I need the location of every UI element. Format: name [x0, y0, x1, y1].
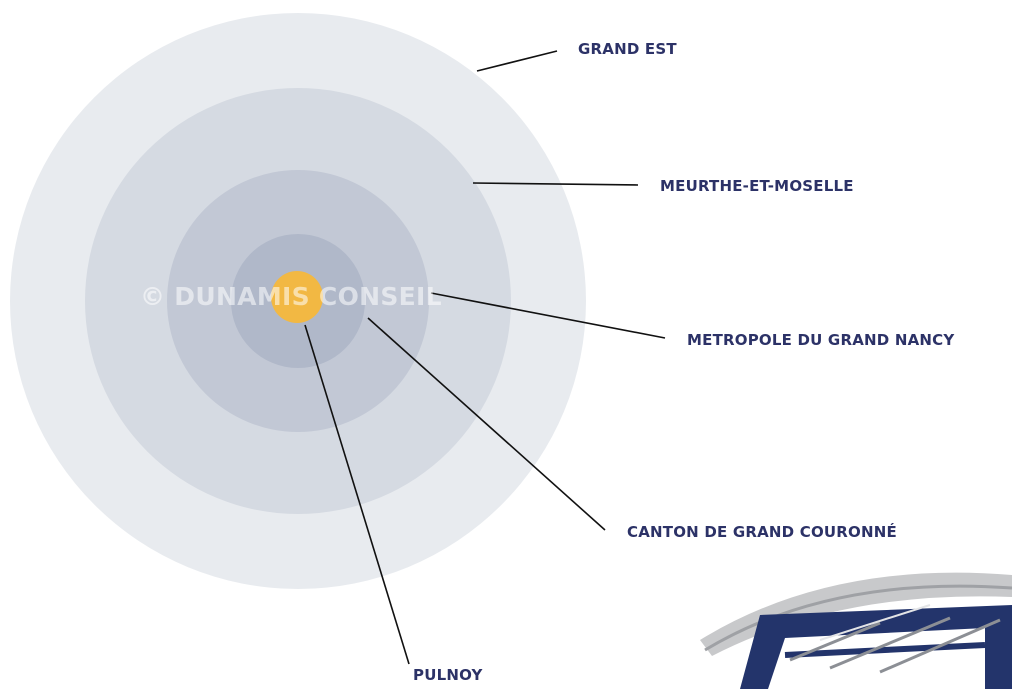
label-canton-de-grand-couronne: CANTON DE GRAND COURONNÉ — [627, 523, 897, 541]
center-dot-pulnoy — [271, 271, 323, 323]
bus-stop-illustration — [700, 572, 1012, 689]
leader-line-grand-est — [476, 50, 558, 72]
leader-line-pulnoy — [304, 324, 410, 665]
leader-line-meurthe — [472, 182, 639, 186]
label-pulnoy: PULNOY — [413, 666, 483, 684]
leader-line-canton — [367, 317, 606, 531]
watermark-text: © DUNAMIS CONSEIL — [140, 282, 442, 311]
label-grand-est: GRAND EST — [578, 40, 677, 58]
label-meurthe-et-moselle: MEURTHE-ET-MOSELLE — [660, 177, 854, 195]
leader-line-metropole — [430, 292, 666, 339]
label-metropole-du-grand-nancy: METROPOLE DU GRAND NANCY — [687, 331, 955, 349]
